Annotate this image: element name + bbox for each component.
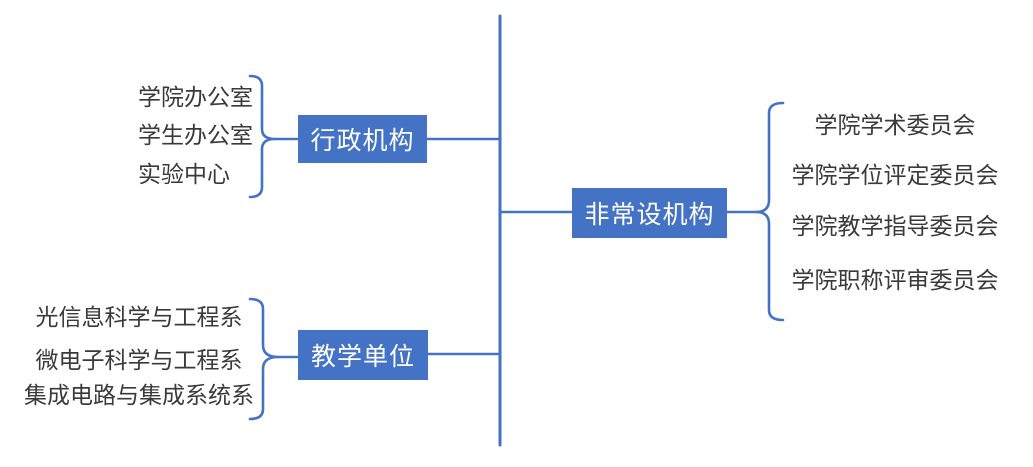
teaching-leaf-item: 集成电路与集成系统系 (24, 382, 254, 408)
admin-brace (248, 74, 277, 199)
admin-node: 行政机构 (298, 115, 427, 163)
teaching-leaf-item: 微电子科学与工程系 (35, 347, 243, 373)
admin-leaf-item: 实验中心 (138, 161, 230, 187)
admin-leaf-item: 学生办公室 (138, 122, 253, 148)
adhoc-brace (754, 101, 785, 322)
adhoc-leaf-item: 学院学位评定委员会 (791, 162, 999, 188)
adhoc-leaf-item: 学院教学指导委员会 (791, 213, 999, 239)
adhoc-leaf-item: 学院学术委员会 (814, 112, 976, 138)
adhoc-node: 非常设机构 (572, 188, 727, 238)
admin-leaf-item: 学院办公室 (138, 84, 253, 110)
teaching-leaf-item: 光信息科学与工程系 (35, 304, 243, 330)
teaching-node: 教学单位 (298, 330, 428, 380)
teaching-brace (248, 297, 280, 421)
adhoc-leaf-item: 学院职称评审委员会 (791, 267, 999, 293)
